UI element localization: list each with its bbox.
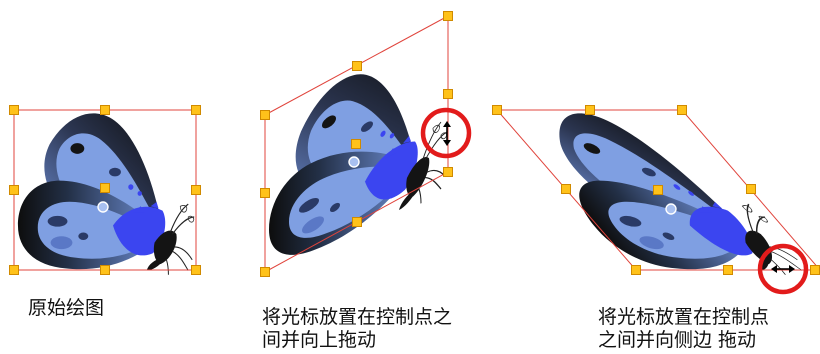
caption-skew-vertical-line2: 间并向上拖动 — [262, 329, 377, 351]
double-arrow-horizontal-icon — [771, 265, 795, 273]
handle-top-middle[interactable] — [100, 105, 110, 115]
handle-middle-right[interactable] — [443, 89, 453, 99]
caption-skew-vertical-line1: 将光标放置在控制点之 — [262, 306, 453, 328]
handle-top-right[interactable] — [443, 11, 453, 21]
handle-middle-left[interactable] — [561, 184, 571, 194]
handle-middle-left[interactable] — [260, 188, 270, 198]
handle-bottom-right[interactable] — [191, 265, 201, 275]
cursor-highlight-vertical — [420, 107, 472, 159]
butterfly-original — [17, 112, 195, 276]
pivot-icon — [97, 201, 109, 213]
panel-original — [9, 105, 201, 276]
caption-skew-horizontal: 将光标放置在控制点 之间并向侧边 拖动 — [598, 306, 769, 352]
handle-bottom-middle[interactable] — [723, 265, 733, 275]
caption-original-line1: 原始绘图 — [28, 297, 105, 319]
handle-top-middle[interactable] — [585, 105, 595, 115]
handle-bottom-right[interactable] — [443, 167, 453, 177]
handle-top-left[interactable] — [492, 105, 502, 115]
bounding-box-skew-horizontal — [495, 109, 820, 271]
handle-top-left[interactable] — [9, 105, 19, 115]
handle-bottom-left[interactable] — [9, 265, 19, 275]
handle-middle-right[interactable] — [191, 185, 201, 195]
caption-skew-horizontal-line2: 之间并向侧边 拖动 — [598, 329, 757, 351]
handle-bottom-left[interactable] — [631, 265, 641, 275]
handle-top-right[interactable] — [677, 105, 687, 115]
handle-bottom-middle[interactable] — [100, 265, 110, 275]
caption-skew-vertical: 将光标放置在控制点之 间并向上拖动 — [262, 306, 452, 352]
handle-center[interactable] — [100, 183, 110, 193]
pivot-icon — [348, 156, 360, 168]
double-arrow-vertical-icon — [443, 121, 451, 146]
caption-original: 原始绘图 — [28, 297, 104, 320]
handle-bottom-middle[interactable] — [352, 217, 362, 227]
caption-skew-horizontal-line1: 将光标放置在控制点 — [598, 306, 770, 328]
handle-center[interactable] — [653, 185, 663, 195]
handle-middle-right[interactable] — [746, 184, 756, 194]
handle-bottom-left[interactable] — [260, 267, 270, 277]
handle-top-middle[interactable] — [352, 61, 362, 71]
panel-skew-horizontal — [492, 105, 820, 295]
handle-center[interactable] — [351, 139, 361, 149]
panel-skew-vertical — [260, 11, 472, 280]
handle-top-right[interactable] — [191, 105, 201, 115]
handle-top-left[interactable] — [260, 110, 270, 120]
cursor-highlight-horizontal — [757, 243, 809, 295]
handle-middle-left[interactable] — [9, 185, 19, 195]
pivot-icon — [665, 203, 677, 215]
handle-bottom-right[interactable] — [810, 265, 820, 275]
